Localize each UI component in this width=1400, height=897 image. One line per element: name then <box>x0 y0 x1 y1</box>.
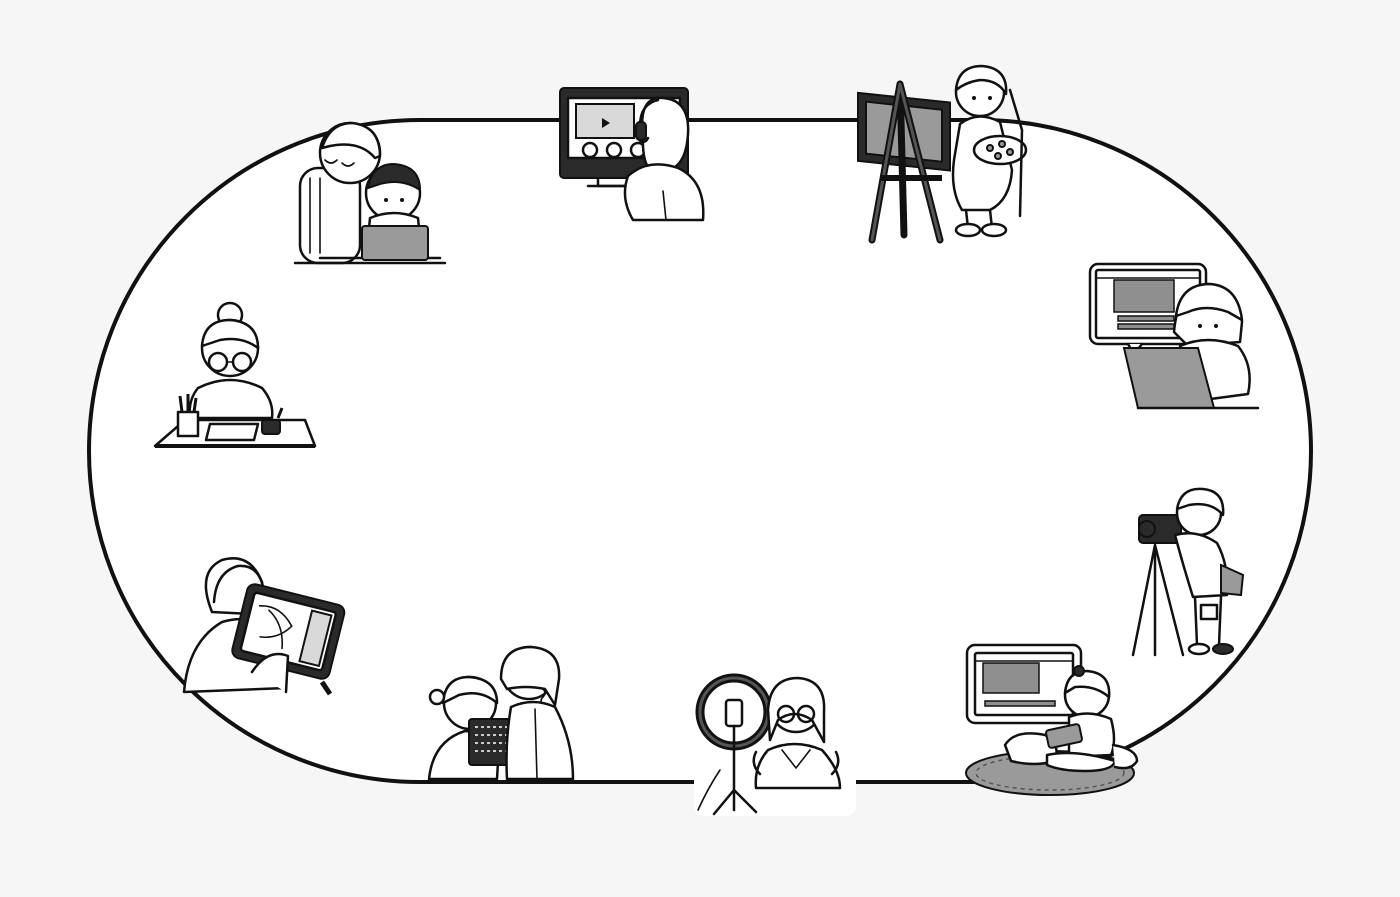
cushion-tv-icon <box>965 643 1139 796</box>
mentor-teaching-icon <box>293 121 447 265</box>
drawing-tablet-icon <box>182 557 346 696</box>
headphones-monitor-icon <box>559 87 705 222</box>
ring-light-icon <box>694 673 856 816</box>
easel-palette-icon <box>857 64 1028 244</box>
laptop-editing-icon <box>1088 262 1260 410</box>
friends-tablet-icon <box>427 645 575 781</box>
camera-tripod-icon <box>1131 487 1245 657</box>
desk-drawing-icon <box>153 301 317 448</box>
